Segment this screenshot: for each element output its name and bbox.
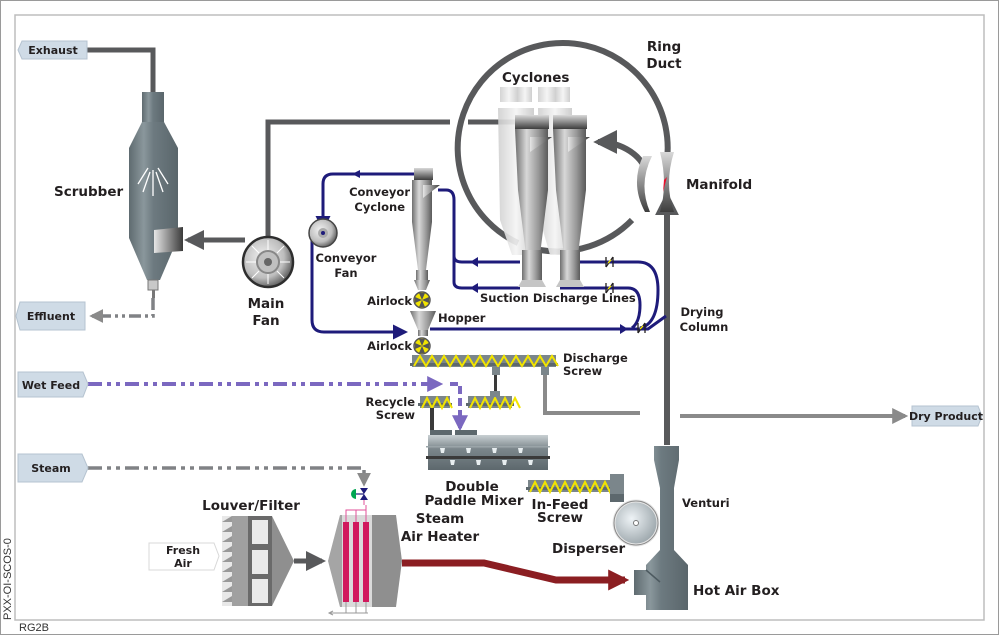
dry-product-line — [543, 375, 640, 415]
label-louver-filter: Louver/Filter — [202, 498, 300, 514]
label-cyclones: Cyclones — [502, 70, 569, 86]
label-recycle-screw-1: Recycle — [365, 395, 415, 409]
tag-effluent-label: Effluent — [27, 310, 75, 323]
tag-fresh-air-label-1: Fresh — [166, 544, 200, 557]
exhaust-duct — [87, 47, 156, 94]
tag-dry-product[interactable]: Dry Product — [909, 405, 983, 427]
label-recycle-screw-2: Screw — [376, 408, 416, 422]
revision-code: RG2B — [19, 622, 49, 634]
label-ring-duct-2: Duct — [646, 56, 682, 72]
label-suction-discharge-lines: Suction Discharge Lines — [480, 291, 636, 305]
label-conveyor-fan-1: Conveyor — [316, 251, 377, 265]
tag-steam-label: Steam — [31, 462, 71, 475]
cyclone-2 — [553, 115, 590, 287]
tag-exhaust-label: Exhaust — [28, 44, 78, 57]
label-infeed-screw-1: In-Feed — [532, 497, 589, 513]
label-drying-column-1: Drying — [680, 305, 723, 319]
tag-dry-product-label: Dry Product — [909, 410, 983, 423]
label-venturi: Venturi — [682, 496, 730, 510]
label-manifold: Manifold — [686, 177, 752, 193]
double-paddle-mixer — [426, 430, 550, 470]
label-steam-air-heater-1: Steam — [416, 511, 465, 527]
cyclone-1 — [515, 115, 552, 287]
tag-fresh-air-label-2: Air — [174, 557, 192, 570]
recycle-screw — [418, 395, 453, 430]
label-conveyor-fan-2: Fan — [334, 266, 357, 280]
label-main-fan-1: Main — [248, 296, 285, 312]
hopper — [410, 311, 436, 336]
tag-effluent[interactable]: Effluent — [15, 301, 86, 331]
label-main-fan-2: Fan — [252, 313, 279, 329]
label-scrubber: Scrubber — [54, 184, 123, 200]
tag-wet-feed-label: Wet Feed — [22, 379, 80, 392]
label-discharge-screw-1: Discharge — [563, 351, 628, 365]
label-conveyor-cyclone-2: Cyclone — [354, 200, 405, 214]
ring-duct — [454, 40, 671, 246]
check-valve-marks — [607, 259, 644, 330]
label-conveyor-cyclone-1: Conveyor — [349, 185, 410, 199]
label-double-paddle-mixer-2: Paddle Mixer — [424, 493, 523, 509]
main-fan — [241, 235, 295, 289]
conveyor-lines — [310, 172, 667, 340]
tag-fresh-air[interactable]: Fresh Air — [148, 542, 220, 571]
steam-air-heater — [327, 505, 402, 616]
label-drying-column-2: Column — [680, 320, 729, 334]
conveyor-cyclone — [412, 168, 440, 290]
label-disperser: Disperser — [552, 541, 626, 557]
airlock-upper-icon — [413, 291, 431, 309]
infeed-screw — [526, 474, 624, 502]
wet-feed-drop — [450, 382, 468, 432]
label-ring-duct-1: Ring — [647, 39, 681, 55]
label-hopper: Hopper — [438, 311, 486, 325]
conveyor-arrows — [352, 170, 628, 334]
effluent-line — [89, 298, 155, 323]
tag-steam[interactable]: Steam — [17, 453, 89, 483]
label-airlock-lower: Airlock — [367, 339, 412, 353]
steam-control-valve-icon — [351, 488, 368, 505]
airlock-lower-icon — [413, 337, 431, 355]
scrubber — [129, 92, 183, 298]
disperser — [612, 499, 660, 547]
label-double-paddle-mixer-1: Double — [445, 479, 499, 495]
label-airlock-upper: Airlock — [367, 294, 412, 308]
discharge-screw — [410, 354, 559, 393]
label-infeed-screw-2: Screw — [537, 510, 583, 526]
venturi-hot-air-box — [634, 446, 688, 610]
manifold — [636, 152, 674, 212]
tag-exhaust[interactable]: Exhaust — [17, 40, 88, 60]
conveyor-fan — [308, 218, 338, 248]
drawing-id: PXX-OI-SCOS-0 — [2, 538, 14, 620]
hot-air-line — [402, 559, 630, 591]
tag-wet-feed[interactable]: Wet Feed — [17, 371, 89, 398]
louver-filter — [222, 516, 294, 606]
recycle-screw-2 — [466, 391, 521, 411]
label-discharge-screw-2: Screw — [563, 364, 603, 378]
label-steam-air-heater-2: Air Heater — [401, 529, 480, 545]
label-hot-air-box: Hot Air Box — [693, 583, 780, 599]
